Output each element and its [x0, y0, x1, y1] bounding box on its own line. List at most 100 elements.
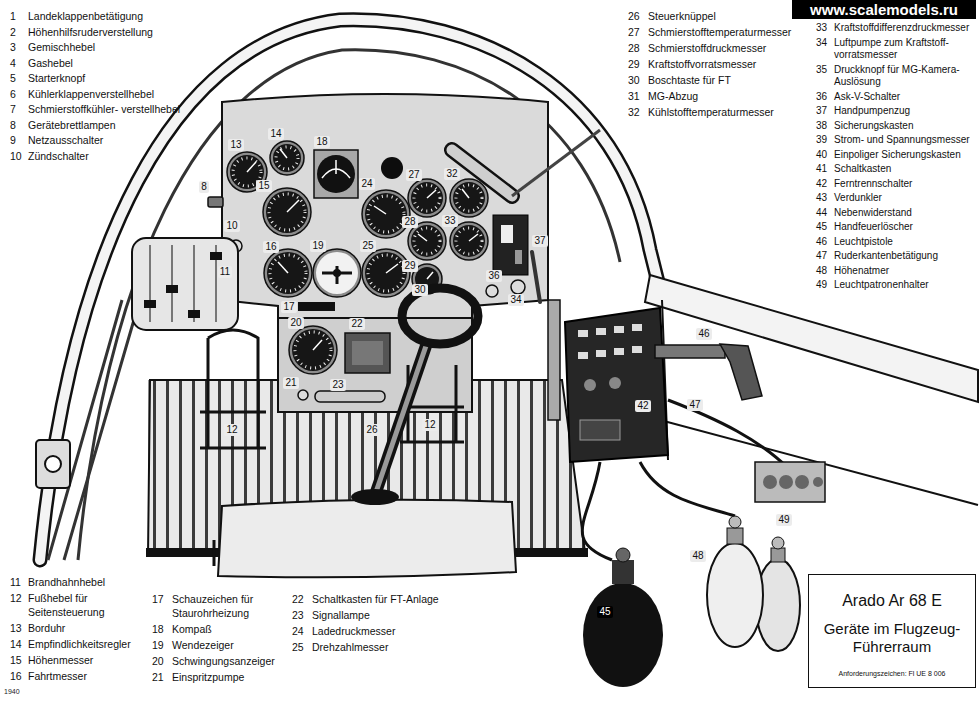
- fire-extinguisher: [616, 548, 630, 562]
- panel-switches: [493, 215, 528, 275]
- callout-number: 14: [268, 128, 283, 140]
- legend-text: Kraftstoffvorratsmesser: [648, 58, 814, 72]
- callout-number: 19: [310, 240, 325, 252]
- electrical-panel: [584, 379, 596, 391]
- gauge: [469, 234, 478, 241]
- legend-text: Kühlstofftemperaturmesser: [648, 106, 814, 120]
- legend-number: 34: [816, 37, 827, 50]
- gauge: [267, 252, 309, 294]
- instrument-panel: [222, 94, 560, 420]
- gauge: [247, 162, 256, 172]
- legend-number: 33: [816, 22, 827, 35]
- gauge: [273, 144, 301, 172]
- gauge: [411, 225, 443, 257]
- legend-text: Luftpumpe zum Kraftstoff- vorratsmesser: [834, 37, 976, 62]
- legend-text: Schmierstoffkühler- verstellhebel: [28, 103, 188, 117]
- legend-number: 39: [816, 134, 827, 147]
- legend-text: Höhenhilfsruderverstellung: [28, 26, 188, 40]
- legend-text: Strom- und Spannungsmesser: [834, 134, 976, 147]
- legend-number: 41: [816, 163, 827, 176]
- title-box: Arado Ar 68 EGeräte im Flugzeug- Führerr…: [808, 574, 976, 688]
- oxygen-bottles: [727, 528, 743, 544]
- turn-indicator: [333, 269, 341, 277]
- electrical-panel: [578, 330, 588, 337]
- flare-pistol: [655, 344, 762, 400]
- callout-number: 8: [199, 181, 209, 193]
- gauge: [462, 189, 469, 198]
- legend-number: 29: [628, 58, 640, 72]
- panel-switches: [352, 341, 383, 365]
- gauge: [414, 228, 440, 254]
- callout-number: 46: [696, 328, 711, 340]
- control-stick: [351, 288, 478, 505]
- gauge: [427, 272, 433, 279]
- rudder-pedals: [200, 330, 266, 448]
- gauge: [276, 147, 298, 169]
- legend-text: Boschtaste für FT: [648, 74, 814, 88]
- left-cockpit-wall: [45, 456, 61, 472]
- electrical-panel: [614, 348, 624, 355]
- compass: [314, 150, 358, 198]
- legend-number: 27: [628, 26, 640, 40]
- electrical-panel: [609, 377, 621, 389]
- seat: [213, 540, 216, 566]
- legend-number: 26: [628, 10, 640, 24]
- callout-number: 48: [690, 550, 705, 562]
- legend-text: Handpumpenzug: [834, 105, 976, 118]
- fuselage-rail: [660, 300, 978, 505]
- legend-number: 46: [816, 236, 827, 249]
- gauge: [450, 179, 488, 217]
- cartridge-rack: [795, 475, 809, 489]
- legend-text: Gemischhebel: [28, 41, 188, 55]
- oxygen-bottles: [771, 548, 785, 562]
- control-stick: [402, 288, 478, 344]
- gauge: [453, 225, 485, 257]
- legend-text: Ladedruckmesser: [312, 625, 452, 639]
- legend-number: 19: [152, 639, 164, 653]
- legend-text: Netzausschalter: [28, 134, 188, 148]
- legend-text: Wendezeiger: [172, 639, 287, 653]
- legend-text: Schauzeichen für Staurohrheizung: [172, 593, 287, 620]
- legend-number: 21: [152, 671, 164, 685]
- legend-number: 18: [152, 623, 164, 637]
- legend-text: Drehzahlmesser: [312, 641, 452, 655]
- gauge: [270, 255, 306, 291]
- panel-switches: [298, 390, 308, 400]
- callout-number: 47: [687, 399, 702, 411]
- seat: [214, 500, 516, 578]
- callout-number: 45: [597, 606, 612, 618]
- gauge: [263, 188, 311, 236]
- electrical-panel: [580, 420, 620, 440]
- callout-number: 30: [412, 284, 427, 296]
- legend-text: Gashebel: [28, 57, 188, 71]
- canopy-frame: [40, 20, 660, 560]
- electrical-panel: [565, 308, 668, 462]
- legend-text: Starterknopf: [28, 72, 188, 86]
- title-text: Arado Ar 68 E: [817, 591, 967, 610]
- callout-number: 24: [359, 178, 374, 190]
- callout-number: 12: [422, 419, 437, 431]
- legend-text: Schmierstofftemperaturmesser: [648, 26, 814, 40]
- callout-number: 36: [486, 270, 501, 282]
- compass: [335, 160, 337, 174]
- legend-text: Steuerknüppel: [648, 10, 814, 24]
- legend-text: Signallampe: [312, 609, 452, 623]
- gauge: [408, 179, 446, 217]
- legend-number: 13: [10, 622, 22, 636]
- legend-number: 28: [628, 42, 640, 56]
- fuselage-rail: [645, 275, 978, 505]
- legend-text: Fahrtmesser: [28, 670, 148, 684]
- legend-number: 4: [10, 57, 16, 71]
- callout-number: 15: [256, 180, 271, 192]
- panel-switches: [486, 285, 498, 297]
- panel-lamp: [208, 197, 223, 207]
- cartridge-rack: [755, 462, 825, 502]
- legend-number: 31: [628, 90, 640, 104]
- oxygen-bottles: [729, 516, 741, 528]
- callout-number: 10: [224, 220, 239, 232]
- electrical-panel: [565, 308, 668, 462]
- legend-text: Verdunkler: [834, 192, 976, 205]
- electrical-panel: [632, 346, 642, 353]
- legend-text: Höhenatmer: [834, 265, 976, 278]
- cartridge-rack: [755, 462, 825, 502]
